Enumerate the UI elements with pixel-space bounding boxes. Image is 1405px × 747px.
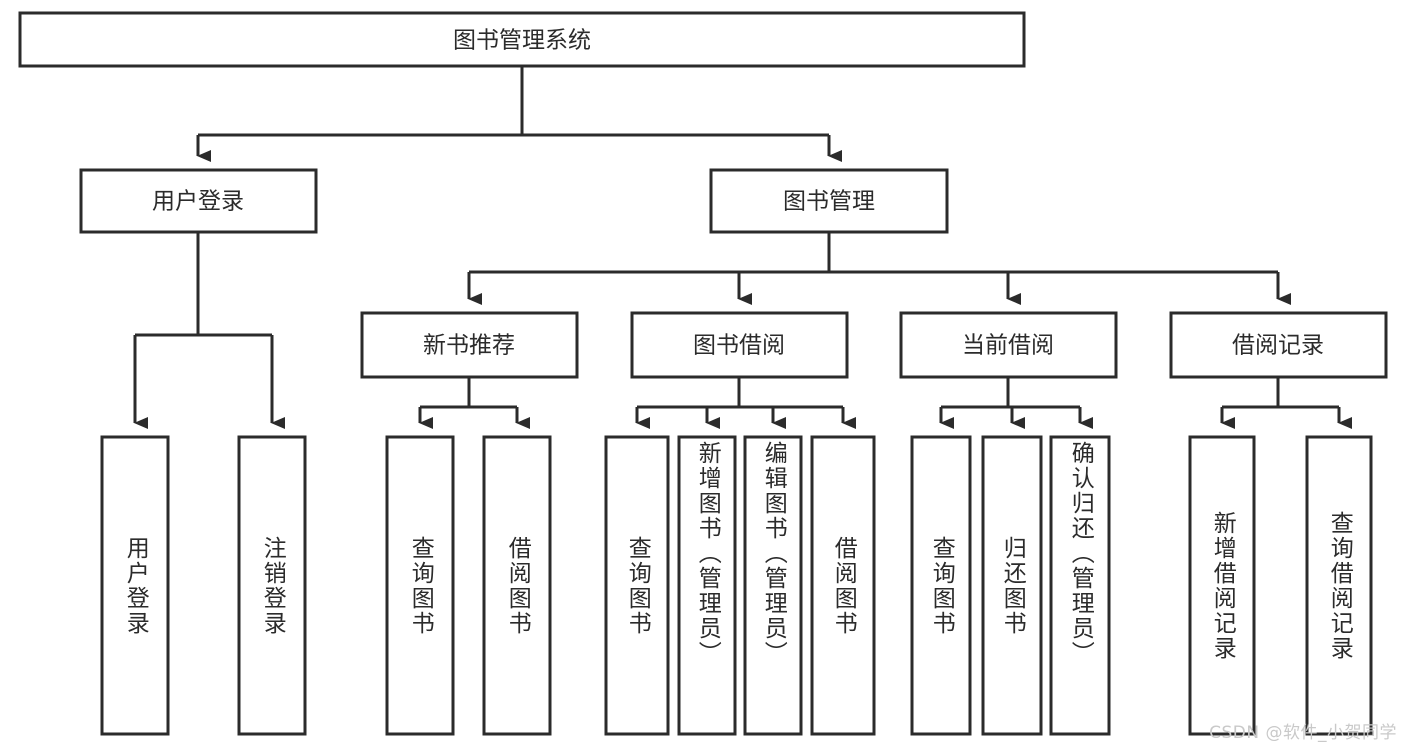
- connector-group-book-manage-to-level3: [467, 232, 1291, 305]
- leaf-add-record-box[interactable]: [1188, 435, 1256, 736]
- connector-group-new-book-children: [418, 377, 530, 429]
- connector-group-borrow-record-children: [1220, 377, 1352, 429]
- node-new-book-recommend-box: [360, 311, 579, 379]
- leaf-query-record-box[interactable]: [1305, 435, 1373, 736]
- leaf-logout-box[interactable]: [237, 435, 307, 736]
- node-book-borrow-box: [630, 311, 849, 379]
- connector-group-borrow-book-children: [635, 377, 856, 429]
- connector-group-user-login-children: [133, 232, 285, 429]
- node-user-login-label: 用户登录: [152, 189, 244, 215]
- node-book-management[interactable]: 图书管理: [709, 168, 949, 234]
- node-root-system-label: 图书管理系统: [453, 28, 591, 54]
- node-current-borrow-box: [899, 311, 1118, 379]
- node-user-login[interactable]: 用户登录: [79, 168, 318, 234]
- leaf-user-login-box[interactable]: [100, 435, 170, 736]
- node-new-book-recommend[interactable]: 新书推荐: [360, 311, 579, 379]
- node-new-book-recommend-label: 新书推荐: [423, 333, 515, 359]
- connector-group-root-to-level2: [196, 66, 842, 162]
- leaf-query-book-3-box[interactable]: [910, 435, 972, 736]
- node-borrow-record-label: 借阅记录: [1232, 333, 1324, 359]
- node-book-borrow[interactable]: 图书借阅: [630, 311, 849, 379]
- leaf-borrow-book-1-box[interactable]: [482, 435, 552, 736]
- node-root-system-box: [18, 11, 1026, 68]
- node-root-system[interactable]: 图书管理系统: [18, 11, 1026, 68]
- node-book-management-box: [709, 168, 949, 234]
- connector-group-current-borrow-children: [939, 377, 1093, 429]
- leaf-borrow-book-2-box[interactable]: [810, 435, 876, 736]
- node-book-borrow-label: 图书借阅: [693, 333, 785, 359]
- leaf-query-book-2-box[interactable]: [604, 435, 670, 736]
- node-book-management-label: 图书管理: [783, 189, 875, 215]
- node-user-login-box: [79, 168, 318, 234]
- node-current-borrow-label: 当前借阅: [962, 333, 1054, 359]
- leaf-edit-book-box[interactable]: [743, 435, 803, 736]
- node-borrow-record[interactable]: 借阅记录: [1169, 311, 1388, 379]
- leaf-node-group: [100, 435, 1373, 736]
- leaf-confirm-return-box[interactable]: [1049, 435, 1111, 736]
- leaf-add-book-box[interactable]: [677, 435, 737, 736]
- leaf-return-book-box[interactable]: [981, 435, 1043, 736]
- watermark-text: CSDN @软件_小贺同学: [1209, 723, 1397, 743]
- node-borrow-record-box: [1169, 311, 1388, 379]
- leaf-query-book-1-box[interactable]: [385, 435, 455, 736]
- node-current-borrow[interactable]: 当前借阅: [899, 311, 1118, 379]
